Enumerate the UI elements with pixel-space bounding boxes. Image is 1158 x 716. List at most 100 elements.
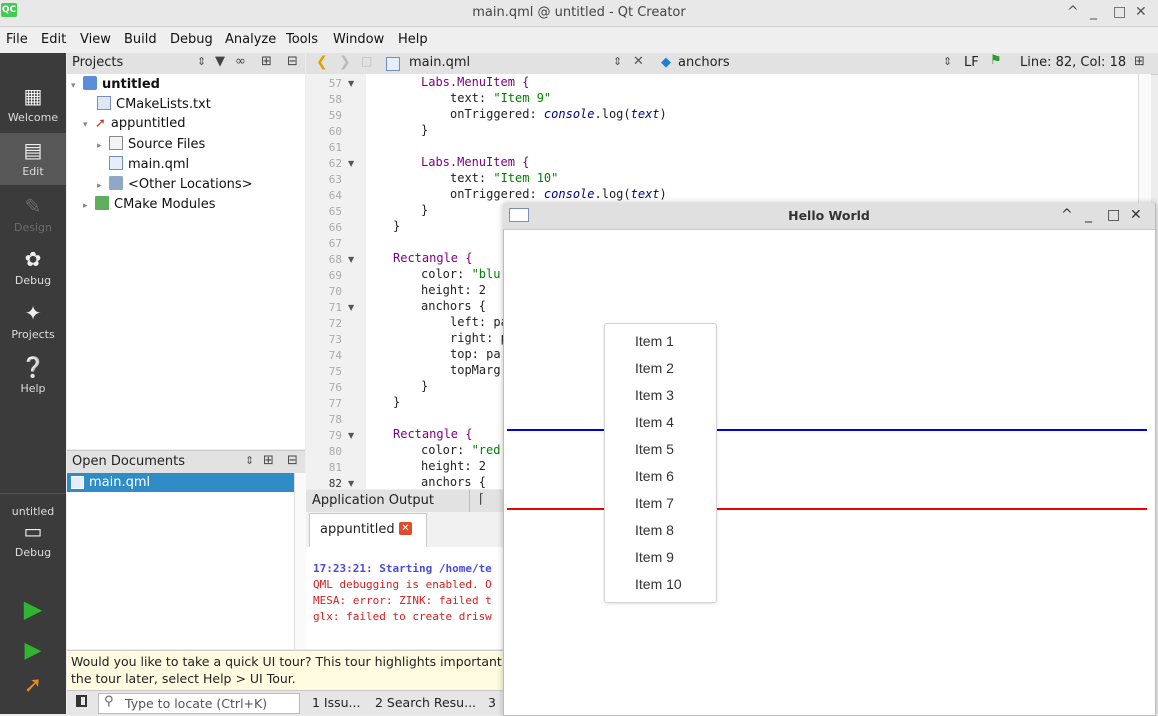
mode-welcome[interactable]: ▦ Welcome bbox=[0, 83, 66, 124]
fold-marker-icon[interactable]: ▼ bbox=[348, 479, 355, 488]
menu-view[interactable]: View bbox=[80, 32, 111, 47]
view-selector-icon[interactable]: ⇕ bbox=[197, 55, 207, 68]
debug-run-button[interactable]: ▶ bbox=[0, 638, 66, 666]
filter-icon[interactable]: ▼ bbox=[215, 54, 225, 69]
close-pane-icon[interactable]: ⊟ bbox=[287, 453, 298, 468]
close-file-icon[interactable]: ✕ bbox=[633, 54, 644, 69]
link-icon[interactable]: ∞ bbox=[235, 54, 246, 69]
menu-item-9[interactable]: Item 9 bbox=[635, 549, 674, 565]
pane-button-3[interactable]: 3 bbox=[488, 695, 496, 710]
symbol-selector-icon[interactable]: ⇕ bbox=[943, 55, 953, 68]
toggle-sidebar-icon[interactable] bbox=[76, 695, 87, 707]
design-icon: ✎ bbox=[24, 194, 42, 218]
kit-selector[interactable]: untitled ▭ Debug bbox=[0, 505, 66, 559]
line-number: 63 bbox=[328, 173, 342, 186]
view-selector-icon[interactable]: ⇕ bbox=[245, 454, 255, 467]
run-button[interactable]: ▶ bbox=[0, 596, 66, 624]
window-icon bbox=[509, 208, 529, 222]
tree-item-cmakelists[interactable]: CMakeLists.txt bbox=[97, 96, 211, 116]
code-line: height: 2 bbox=[421, 459, 487, 473]
split-icon[interactable]: ⊞ bbox=[1134, 54, 1145, 69]
tree-item-source-files[interactable]: ▸Source Files bbox=[97, 136, 206, 152]
current-line-number: 82 bbox=[328, 477, 342, 490]
open-documents-scrollbar[interactable] bbox=[294, 473, 306, 649]
close-pane-icon[interactable]: ⊟ bbox=[287, 54, 298, 69]
menu-analyze[interactable]: Analyze bbox=[225, 32, 277, 47]
mode-debug-label: Debug bbox=[14, 274, 52, 287]
menu-help[interactable]: Help bbox=[398, 32, 428, 47]
menu-item-10[interactable]: Item 10 bbox=[635, 576, 682, 592]
mode-projects[interactable]: ✦ Projects bbox=[0, 300, 66, 341]
line-number: 81 bbox=[328, 461, 342, 474]
target-icon: ➚ bbox=[95, 116, 106, 131]
open-documents-header: Open Documents ⇕ ⊞ ⊟ bbox=[67, 450, 305, 474]
fold-marker-icon[interactable]: ▼ bbox=[348, 79, 355, 88]
fold-marker-icon[interactable]: ▼ bbox=[348, 255, 355, 264]
menu-item-5[interactable]: Item 5 bbox=[635, 441, 674, 457]
close-button[interactable]: ✕ bbox=[1130, 207, 1142, 223]
menu-window[interactable]: Window bbox=[333, 32, 385, 47]
split-icon[interactable]: ⊞ bbox=[261, 54, 272, 69]
menu-item-7[interactable]: Item 7 bbox=[635, 495, 674, 511]
tree-item-main-qml[interactable]: main.qml bbox=[109, 156, 189, 176]
cursor-position[interactable]: Line: 82, Col: 18 bbox=[1020, 55, 1127, 70]
menu-edit[interactable]: Edit bbox=[41, 32, 67, 47]
menu-build[interactable]: Build bbox=[124, 32, 157, 47]
qml-file-icon bbox=[386, 57, 400, 71]
editor-scrollbar[interactable] bbox=[1138, 74, 1151, 204]
output-line: MESA: error: ZINK: failed t bbox=[313, 594, 492, 607]
build-button[interactable]: ➚ bbox=[0, 673, 66, 701]
menu-item-1[interactable]: Item 1 bbox=[635, 333, 674, 349]
maximize-button[interactable]: □ bbox=[1107, 207, 1121, 223]
menu-tools[interactable]: Tools bbox=[286, 32, 319, 47]
menu-item-6[interactable]: Item 6 bbox=[635, 468, 674, 484]
open-document-item[interactable]: main.qml bbox=[67, 473, 294, 492]
menu-item-8[interactable]: Item 8 bbox=[635, 522, 674, 538]
back-icon[interactable]: ❮ bbox=[316, 54, 328, 70]
menu-file[interactable]: File bbox=[6, 32, 28, 47]
shade-button[interactable]: ^ bbox=[1067, 4, 1079, 20]
output-tab-appuntitled[interactable]: appuntitled ✕ bbox=[309, 513, 427, 547]
line-number: 78 bbox=[328, 413, 342, 426]
fold-marker-icon[interactable]: ▼ bbox=[348, 159, 355, 168]
mode-debug[interactable]: ✿ Debug bbox=[0, 246, 66, 287]
close-button[interactable]: ✕ bbox=[1135, 4, 1147, 20]
menu-debug[interactable]: Debug bbox=[170, 32, 213, 47]
close-tab-icon[interactable]: ✕ bbox=[399, 522, 412, 535]
menu-item-3[interactable]: Item 3 bbox=[635, 387, 674, 403]
shade-button[interactable]: ^ bbox=[1061, 207, 1073, 223]
split-icon[interactable]: ⊞ bbox=[263, 453, 274, 468]
menu-item-2[interactable]: Item 2 bbox=[635, 360, 674, 376]
mode-help[interactable]: ❔ Help bbox=[0, 354, 66, 395]
maximize-button[interactable]: □ bbox=[1113, 4, 1127, 20]
mode-edit[interactable]: ▤ Edit bbox=[0, 133, 66, 185]
line-number: 77 bbox=[328, 397, 342, 410]
clear-output-icon[interactable]: ⌈ bbox=[479, 492, 485, 507]
code-line: Labs.MenuItem { bbox=[421, 155, 530, 169]
fold-marker-icon[interactable]: ▼ bbox=[348, 431, 355, 440]
projects-header: Projects ⇕ ▼ ∞ ⊞ ⊟ bbox=[67, 53, 305, 75]
locator-input[interactable]: ⚲ Type to locate (Ctrl+K) bbox=[98, 693, 300, 714]
lock-icon: □ bbox=[361, 54, 373, 68]
code-line: text: "Item 10" bbox=[450, 171, 559, 185]
search-results-pane-button[interactable]: 2 Search Resu... bbox=[375, 695, 477, 710]
tree-item-cmake-modules[interactable]: ▸CMake Modules bbox=[83, 196, 216, 212]
minimize-button[interactable]: _ bbox=[1085, 207, 1092, 223]
line-ending[interactable]: LF bbox=[964, 55, 979, 70]
forward-icon[interactable]: ❯ bbox=[339, 54, 351, 70]
tree-item-appuntitled[interactable]: ▾➚appuntitled bbox=[83, 116, 186, 131]
symbol-selector[interactable]: anchors bbox=[678, 55, 730, 70]
line-number: 72 bbox=[328, 317, 342, 330]
file-selector-icon[interactable]: ⇕ bbox=[613, 55, 623, 68]
folder-icon bbox=[109, 176, 123, 190]
minimize-button[interactable]: _ bbox=[1090, 4, 1097, 20]
menu-item-4[interactable]: Item 4 bbox=[635, 414, 674, 430]
file-tab-label[interactable]: main.qml bbox=[409, 55, 471, 70]
fold-marker-icon[interactable]: ▼ bbox=[348, 303, 355, 312]
blue-rectangle bbox=[507, 429, 1147, 431]
tree-item-other-locations[interactable]: ▸<Other Locations> bbox=[97, 176, 253, 192]
code-line: right: p bbox=[450, 331, 508, 345]
tree-item-untitled[interactable]: ▾untitled bbox=[71, 76, 160, 92]
issues-pane-button[interactable]: 1 Issu... bbox=[312, 695, 361, 710]
mode-design-label: Design bbox=[14, 221, 52, 234]
